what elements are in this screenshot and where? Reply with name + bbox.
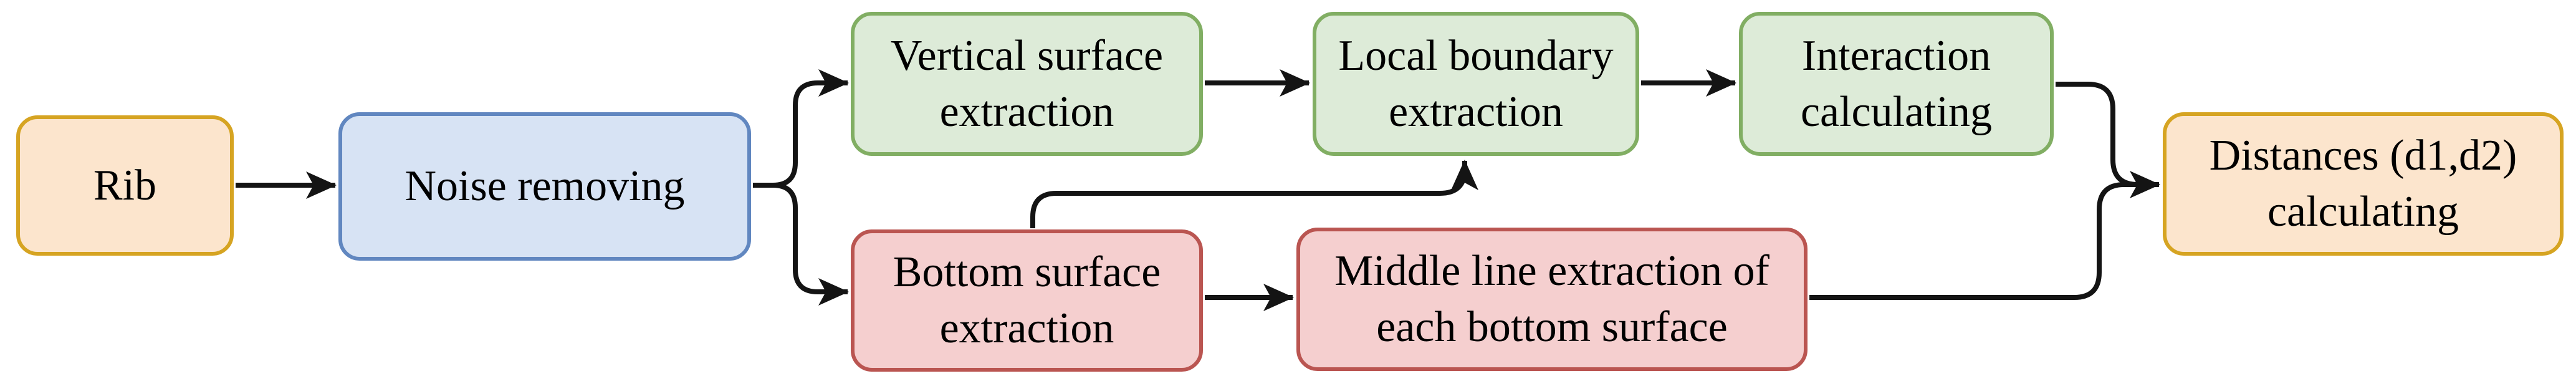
node-local-boundary-extraction: Local boundary extraction (1313, 12, 1639, 156)
node-label: calculating (1800, 87, 1993, 136)
node-middle-line-extraction: Middle line extraction of each bottom su… (1296, 228, 1808, 371)
node-vertical-surface-extraction: Vertical surface extraction (851, 12, 1203, 156)
node-label: each bottom surface (1376, 303, 1728, 351)
edge-interaction-distances (2056, 82, 2160, 198)
edge-noise-bottom-surface (753, 183, 849, 306)
node-label: Bottom surface (893, 248, 1161, 297)
node-noise-removing: Noise removing (338, 112, 751, 261)
node-rib: Rib (16, 115, 234, 256)
edge-bottom-surface-local-boundary (1030, 160, 1478, 228)
node-label: Middle line extraction of (1334, 247, 1769, 296)
node-interaction-calculating: Interaction calculating (1739, 12, 2054, 156)
node-label: Rib (93, 161, 157, 210)
node-label: Distances (d1,d2) (2209, 132, 2517, 180)
node-label: extraction (939, 87, 1114, 136)
node-label: extraction (1389, 87, 1563, 136)
node-label: Vertical surface (890, 31, 1164, 80)
node-label: extraction (939, 304, 1114, 352)
node-label: calculating (2267, 188, 2459, 236)
node-label: Noise removing (405, 162, 685, 211)
edge-noise-vertical-surface (753, 69, 849, 188)
node-bottom-surface-extraction: Bottom surface extraction (851, 229, 1203, 372)
edge-middle-line-distances (1809, 182, 2147, 300)
node-label: Interaction (1801, 31, 1991, 80)
node-distances-calculating: Distances (d1,d2) calculating (2163, 112, 2564, 256)
node-label: Local boundary (1338, 31, 1614, 80)
